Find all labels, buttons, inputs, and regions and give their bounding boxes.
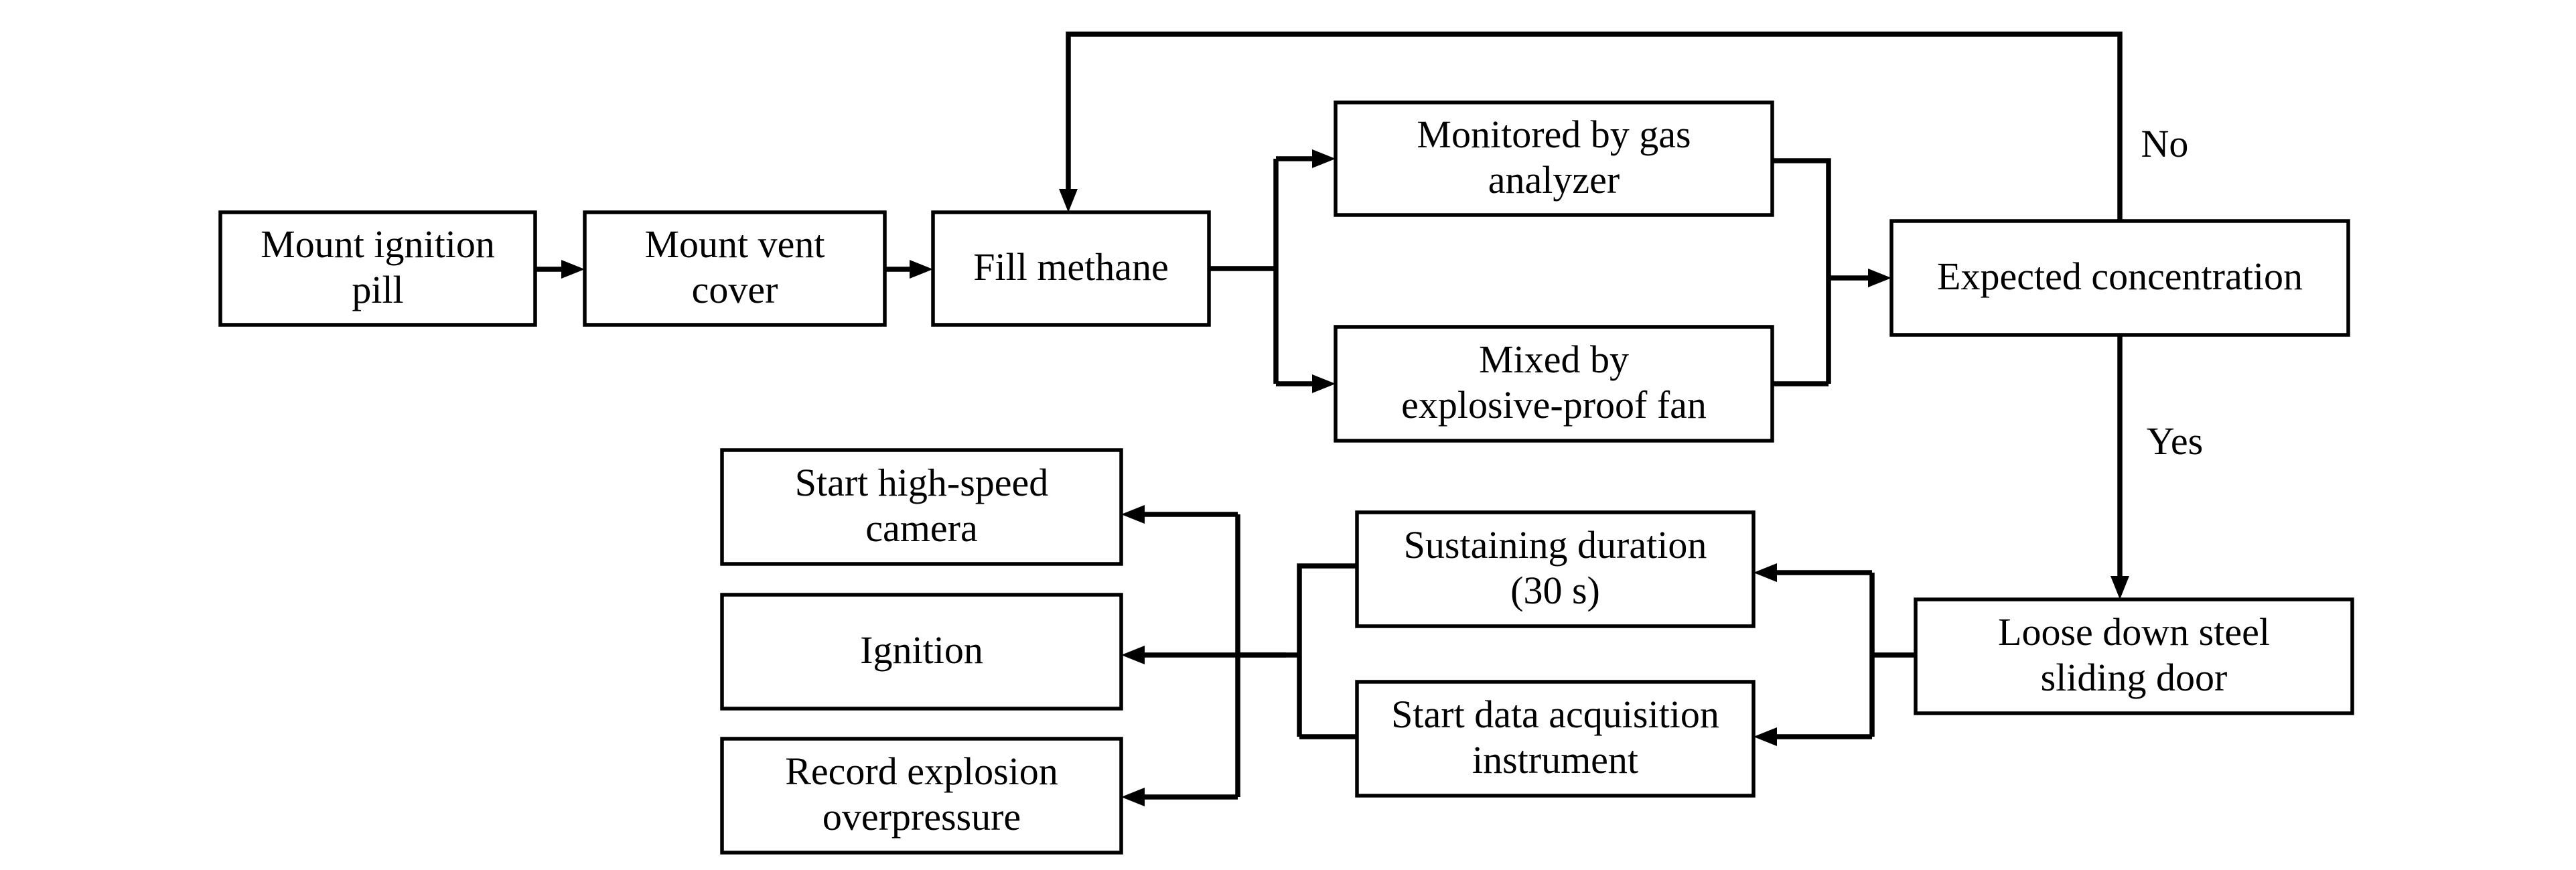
box-mount-ignition-pill-line-1: Mount ignition	[261, 222, 495, 266]
box-fill-methane: Fill methane	[931, 210, 1211, 327]
box-record-explosion-overpressure: Record explosion overpressure	[720, 737, 1123, 855]
box-sustaining-duration: Sustaining duration (30 s)	[1355, 510, 1756, 628]
box-start-high-speed-camera-line-2: camera	[865, 506, 977, 550]
box-expected-concentration-line-1: Expected concentration	[1937, 255, 2303, 298]
box-monitored-by-gas-analyzer: Monitored by gas analyzer	[1334, 100, 1774, 217]
box-start-high-speed-camera: Start high-speed camera	[720, 448, 1123, 566]
box-start-data-acquisition-instrument-line-1: Start data acquisition	[1391, 693, 1719, 736]
box-mount-vent-cover-line-2: cover	[692, 268, 778, 311]
box-start-data-acquisition-instrument: Start data acquisition instrument	[1355, 680, 1756, 798]
box-sustaining-duration-line-2: (30 s)	[1510, 569, 1600, 612]
box-record-explosion-overpressure-line-2: overpressure	[822, 795, 1021, 839]
box-start-high-speed-camera-line-1: Start high-speed	[795, 461, 1049, 504]
edge-fill-methane-split	[1209, 149, 1336, 393]
box-mixed-by-explosive-proof-fan-line-2: explosive-proof fan	[1401, 383, 1707, 427]
box-expected-concentration: Expected concentration	[1889, 219, 2350, 337]
box-start-data-acquisition-instrument-line-2: instrument	[1472, 738, 1638, 782]
box-ignition: Ignition	[720, 593, 1123, 711]
edge-label-yes: Yes	[2147, 419, 2203, 463]
edge-merge-to-expected-concentration	[1772, 158, 1891, 386]
box-mount-ignition-pill: Mount ignition pill	[218, 210, 537, 327]
edge-label-no: No	[2141, 122, 2189, 165]
box-loose-down-steel-sliding-door-line-2: sliding door	[2041, 656, 2228, 699]
box-sustaining-duration-line-1: Sustaining duration	[1404, 523, 1707, 567]
box-mount-vent-cover-line-1: Mount vent	[644, 222, 825, 266]
box-monitored-by-gas-analyzer-line-1: Monitored by gas	[1417, 113, 1691, 156]
box-record-explosion-overpressure-line-1: Record explosion	[785, 749, 1058, 793]
edge-yes-to-sliding-door: Yes	[2110, 335, 2203, 599]
edge-vent-cover-to-fill-methane	[885, 260, 933, 279]
edge-no-loop-back-to-fill-methane: No	[1059, 31, 2189, 221]
box-loose-down-steel-sliding-door: Loose down steel sliding door	[1914, 597, 2354, 715]
edge-sustaining-and-acquisition-merge	[1238, 563, 1357, 739]
edge-ignition-pill-to-vent-cover	[535, 260, 585, 279]
box-fill-methane-line-1: Fill methane	[973, 245, 1169, 289]
box-mixed-by-explosive-proof-fan-line-1: Mixed by	[1479, 338, 1629, 381]
edge-sliding-door-split	[1754, 563, 1916, 746]
box-loose-down-steel-sliding-door-line-1: Loose down steel	[1998, 610, 2270, 654]
box-monitored-by-gas-analyzer-line-2: analyzer	[1488, 158, 1620, 202]
box-ignition-line-1: Ignition	[860, 628, 983, 672]
box-mixed-by-explosive-proof-fan: Mixed by explosive-proof fan	[1334, 325, 1774, 443]
box-mount-vent-cover: Mount vent cover	[583, 210, 887, 327]
edge-split-to-camera-ignition-overpressure	[1121, 505, 1286, 806]
box-mount-ignition-pill-line-2: pill	[352, 268, 403, 311]
